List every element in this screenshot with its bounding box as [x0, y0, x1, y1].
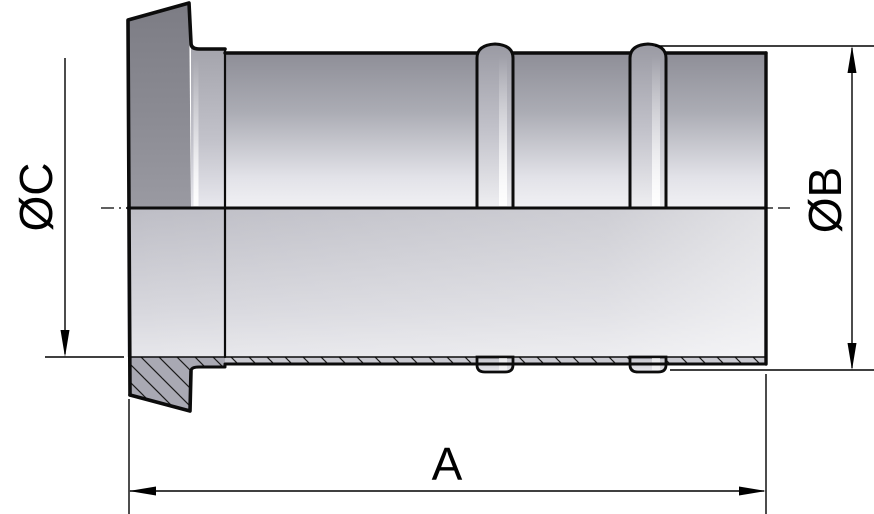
dim-b-arrow-down-icon: [847, 343, 857, 370]
bead-2: [630, 44, 666, 208]
dimension-diameter-c: ØC: [10, 58, 124, 358]
flange-section-outline: [128, 369, 193, 413]
neck-highlight: [193, 58, 199, 206]
bore-highlight: [127, 208, 766, 357]
dim-b-arrow-up-icon: [847, 46, 857, 73]
flange-face: [128, 3, 191, 208]
dim-a-label: A: [432, 438, 463, 490]
dim-a-arrow-left-icon: [129, 486, 156, 496]
dim-a-arrow-right-icon: [739, 486, 766, 496]
dimension-length-a: A: [128, 374, 767, 514]
dimension-diameter-b: ØB: [655, 45, 874, 371]
section-hatch: [130, 357, 766, 411]
dim-b-label: ØB: [799, 167, 851, 233]
dim-c-arrow-down-icon: [60, 330, 70, 357]
flange-silhouette: [126, 1, 227, 397]
bore-interior: [127, 208, 766, 357]
bead-1: [477, 44, 513, 208]
outer-surfaces: [128, 3, 766, 208]
neck-face: [191, 43, 225, 208]
bead-1-highlight: [499, 56, 507, 206]
bead-2-highlight: [652, 56, 660, 206]
dim-c-label: ØC: [10, 163, 62, 232]
